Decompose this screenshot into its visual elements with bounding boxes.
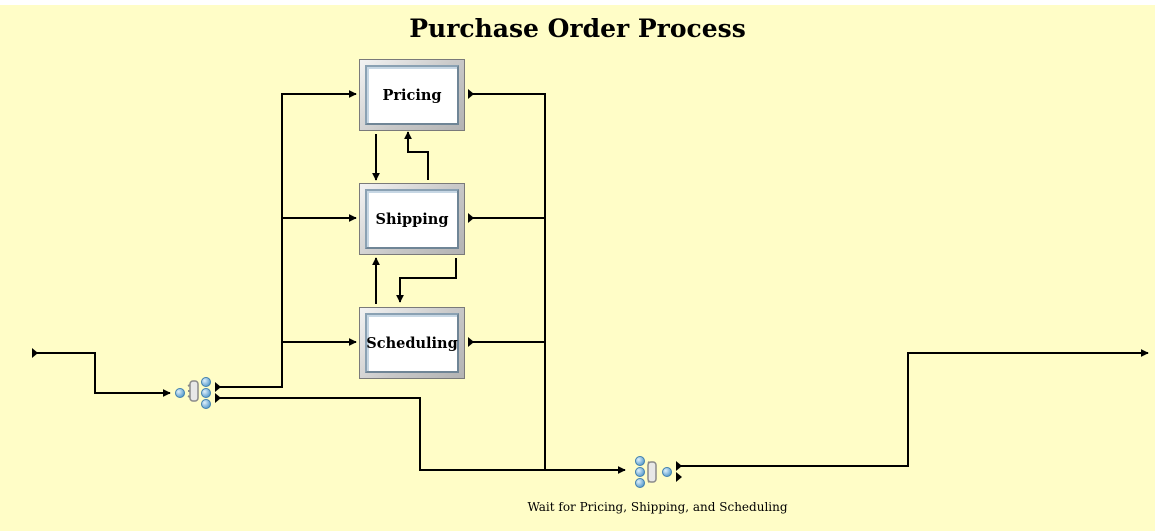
shipping-to-scheduling-connector [396, 258, 457, 303]
scheduling-activity-label: Scheduling [366, 334, 458, 352]
scheduling-activity-inner: Scheduling [365, 313, 459, 373]
fork-to-pricing-connector [215, 90, 357, 388]
join-caption: Wait for Pricing, Shipping, and Scheduli… [527, 500, 788, 514]
pricing-activity-inner: Pricing [365, 65, 459, 125]
join-to-exit-connector [680, 349, 1149, 467]
join-output-tick-2 [676, 472, 682, 482]
pricing-output-tick [468, 89, 474, 99]
shipping-output-tick [468, 213, 474, 223]
diagram-background [0, 5, 1155, 531]
fork-node-icon [175, 377, 211, 409]
join-node-icon [635, 456, 672, 488]
pricing-activity-box[interactable]: Pricing [359, 59, 465, 131]
diagram-title: Purchase Order Process [409, 14, 746, 43]
pricing-activity-label: Pricing [382, 86, 442, 104]
fork-output-tick-2 [215, 393, 221, 403]
pricing-to-join-connector [468, 93, 546, 470]
shipping-to-pricing-connector [404, 131, 429, 180]
scheduling-output-tick [468, 337, 474, 347]
entry-start-tick [32, 348, 38, 358]
shipping-activity-box[interactable]: Shipping [359, 183, 465, 255]
scheduling-activity-box[interactable]: Scheduling [359, 307, 465, 379]
fork-bypass-connector [215, 397, 626, 474]
shipping-activity-label: Shipping [375, 210, 449, 228]
fork-output-tick-1 [215, 382, 221, 392]
entry-connector [32, 352, 171, 397]
join-output-tick-1 [676, 461, 682, 471]
shipping-activity-inner: Shipping [365, 189, 459, 249]
